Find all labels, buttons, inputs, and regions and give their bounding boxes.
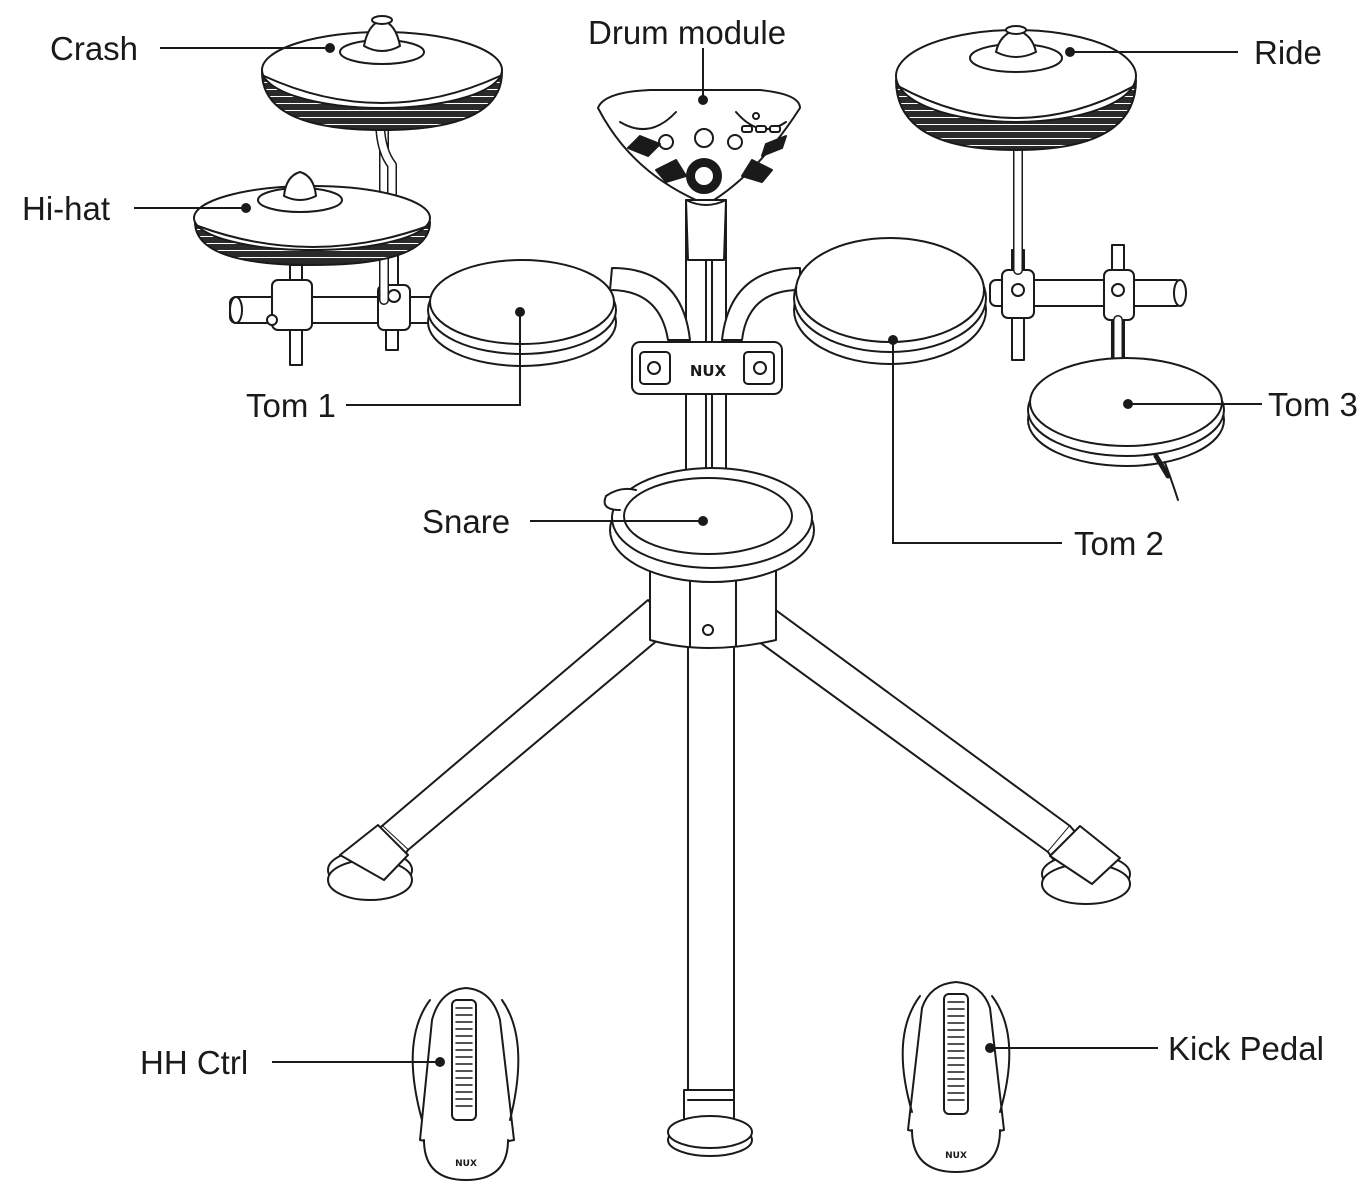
- ride-cymbal: [895, 25, 1137, 151]
- kick-pedal: [901, 981, 1011, 1173]
- hi-hat-dot: [241, 203, 251, 213]
- tom3-label: Tom 3: [1268, 386, 1358, 423]
- tom1-pad: [427, 259, 617, 367]
- snare-dot: [698, 516, 708, 526]
- right-rack: [989, 145, 1187, 405]
- hh-ctrl-pedal: [411, 987, 520, 1181]
- left-rack: [229, 107, 441, 366]
- kick-pedal-logo: NUX: [945, 1151, 967, 1161]
- crash-dot: [325, 43, 335, 53]
- clamp-logo: NUX: [690, 362, 727, 380]
- ride-dot: [1065, 47, 1075, 57]
- hh-pedal-logo: NUX: [455, 1159, 477, 1169]
- hi-hat-cymbal: [193, 171, 431, 266]
- tom3-dot: [1123, 399, 1133, 409]
- leader-dots: [241, 43, 1133, 1067]
- kick-pedal-dot: [985, 1043, 995, 1053]
- crash-label: Crash: [50, 30, 139, 67]
- tom2-label: Tom 2: [1074, 525, 1164, 562]
- crash-cymbal: [261, 15, 503, 131]
- hh-ctrl-label: HH Ctrl: [140, 1044, 249, 1081]
- snare-label: Snare: [422, 503, 511, 540]
- snare-pad: [603, 467, 815, 649]
- hi-hat-label: Hi-hat: [22, 190, 111, 227]
- center-clamp: [631, 341, 783, 395]
- tom1-label: Tom 1: [246, 387, 336, 424]
- drum-module-label: Drum module: [588, 14, 787, 51]
- drum-module: [597, 89, 801, 201]
- drum-module-dot: [698, 95, 708, 105]
- hh-ctrl-dot: [435, 1057, 445, 1067]
- tom1-leader: [346, 312, 521, 406]
- tom-arms: [609, 267, 801, 341]
- tom2-dot: [888, 335, 898, 345]
- tripod-legs: [327, 599, 1131, 1157]
- tom2-pad: [793, 237, 987, 365]
- tom2-leader: [892, 340, 1062, 544]
- ride-label: Ride: [1254, 34, 1322, 71]
- kick-pedal-label: Kick Pedal: [1168, 1030, 1324, 1067]
- leader-lines: [134, 47, 1262, 1063]
- tom1-dot: [515, 307, 525, 317]
- tom3-pad: [1027, 357, 1225, 501]
